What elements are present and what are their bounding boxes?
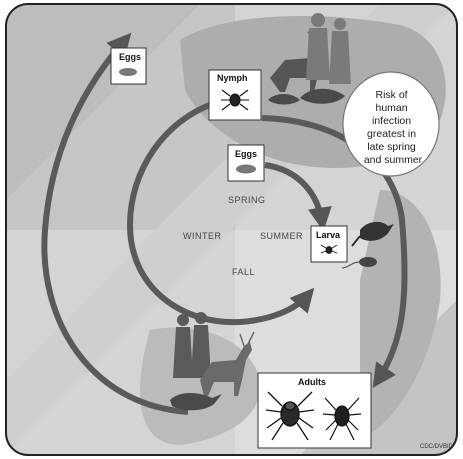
adults-box: Adults <box>257 372 372 449</box>
season-fall: FALL <box>232 267 255 277</box>
risk-note: Risk of human infection greatest in late… <box>342 71 440 177</box>
egg-cluster-icon <box>236 164 256 174</box>
egg-cluster-icon <box>119 68 137 76</box>
adult-tick-male-icon <box>322 397 362 441</box>
nymph-label: Nymph <box>217 73 248 83</box>
eggs-outer-label: Eggs <box>119 52 141 62</box>
outer-cycle-arrow <box>41 32 189 415</box>
larva-tick-icon <box>320 244 338 254</box>
eggs-inner-label: Eggs <box>235 149 257 159</box>
risk-note-text: Risk of human infection greatest in late… <box>364 89 423 166</box>
credit-label: CDC/DVBID <box>420 444 454 450</box>
adult-tick-female-icon <box>265 391 315 441</box>
host-fox-icon <box>170 393 222 411</box>
inner-cycle-arrow <box>126 100 315 326</box>
season-winter: WINTER <box>183 231 222 241</box>
host-people-bottom-icon <box>173 312 211 378</box>
nymph-box: Nymph <box>208 69 262 121</box>
nymph-to-adults-arrow <box>261 115 408 388</box>
host-people-top-icon <box>306 13 351 84</box>
host-mouse-icon <box>341 257 377 269</box>
season-spring: SPRING <box>228 195 266 205</box>
eggs-inner-box: Eggs <box>227 144 265 182</box>
card-border <box>5 3 458 456</box>
host-deer-bottom-icon <box>200 331 255 396</box>
larva-label: Larva <box>316 230 341 240</box>
season-summer: SUMMER <box>260 231 303 241</box>
nymph-tick-icon <box>221 89 249 111</box>
adults-label: Adults <box>298 377 326 387</box>
host-bird-icon <box>351 221 394 247</box>
eggs-outer-box: Eggs <box>110 47 147 85</box>
host-small-mammals-top-icon <box>268 88 345 105</box>
larva-box: Larva <box>310 225 348 263</box>
eggs-to-larva-arrow <box>264 162 332 232</box>
